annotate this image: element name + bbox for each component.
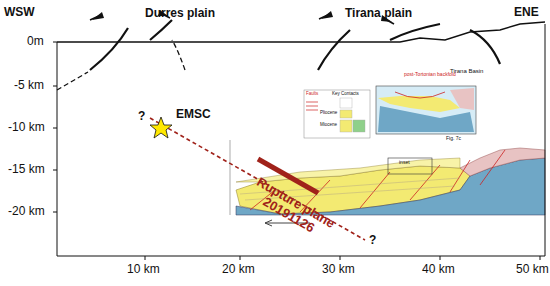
ticks — [53, 42, 540, 260]
epicenter-star — [150, 117, 172, 138]
depth-tick: -10 km — [8, 121, 45, 134]
legend-text: Pliocene — [320, 111, 337, 116]
question-mark: ? — [369, 234, 376, 247]
depth-tick: -20 km — [8, 205, 45, 218]
direction-label: WSW — [4, 6, 35, 19]
depth-tick: -5 km — [14, 79, 44, 92]
distance-tick: 40 km — [422, 263, 455, 276]
depth-tick: 0m — [27, 35, 44, 48]
question-mark: ? — [138, 110, 145, 123]
fault-lines — [90, 20, 500, 70]
inset-label: Fig. 7c — [446, 136, 461, 142]
inset-label: inset — [399, 160, 410, 166]
inset-label: post-Tortonian backfold — [404, 72, 456, 78]
place-label: Durres plain — [145, 7, 215, 20]
distance-tick: 50 km — [516, 263, 549, 276]
legend-text: Key Contacts — [332, 92, 359, 97]
legend-text: Miocene — [320, 123, 337, 128]
epicenter-label: EMSC — [176, 108, 211, 121]
place-label: Tirana plain — [345, 7, 412, 20]
direction-label: ENE — [514, 6, 539, 19]
depth-tick: -15 km — [8, 163, 45, 176]
legend-text: Faults — [306, 92, 318, 97]
distance-tick: 30 km — [322, 263, 355, 276]
distance-tick: 20 km — [222, 263, 255, 276]
distance-tick: 10 km — [127, 263, 160, 276]
